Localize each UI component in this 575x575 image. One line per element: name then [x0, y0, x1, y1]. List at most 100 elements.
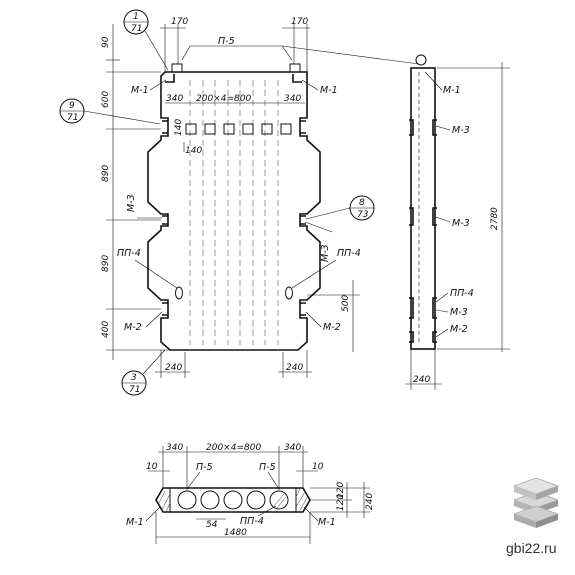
label-m3-left: М-3 — [126, 194, 137, 212]
plan-dim-54: 54 — [206, 520, 218, 530]
side-embeds-right — [432, 119, 437, 343]
side-leader-m1 — [424, 71, 443, 91]
plan-dim-340-left: 340 — [166, 443, 183, 453]
plan-label-m1-right: М-1 — [318, 517, 336, 528]
bubble-1-bottom: 71 — [131, 24, 142, 34]
plan-label-p5-left: П-5 — [196, 462, 213, 473]
side-label-m3-c: М-3 — [450, 307, 468, 318]
plan-dim-10-left: 10 — [146, 462, 158, 472]
mounting-loop-pp4-left — [175, 286, 183, 300]
side-label-m2: М-2 — [450, 324, 468, 335]
dim-text-340-right: 340 — [284, 94, 301, 104]
bubble-8-top: 8 — [359, 198, 365, 208]
detail-bubble-9-71: 9 71 — [59, 98, 161, 125]
dim-text-400: 400 — [101, 321, 111, 338]
detail-bubble-8-73: 8 73 — [305, 195, 375, 221]
plan-pp4-mark-b — [276, 496, 287, 509]
side-leader-m3-b — [435, 216, 451, 223]
embed-m1-right — [292, 74, 302, 83]
leader-pp4-right — [291, 259, 337, 289]
side-panel-outline — [410, 67, 436, 350]
site-watermark: gbi22.ru — [506, 540, 557, 556]
side-label-pp4: ПП-4 — [450, 288, 474, 299]
bubble-9-top: 9 — [69, 101, 75, 111]
bubble-1-top: 1 — [133, 12, 139, 22]
dim-text-340-left: 340 — [166, 94, 183, 104]
dim-text-170-right: 170 — [291, 17, 308, 27]
leader-m1-left — [149, 79, 167, 91]
side-leader-pp4 — [435, 292, 449, 303]
label-m3-right: М-3 — [320, 244, 331, 262]
lifting-loop-left — [171, 63, 183, 72]
plan-pp4-mark — [273, 493, 285, 507]
side-label-m3-a: М-3 — [452, 125, 470, 136]
embed-m2-right — [300, 302, 306, 316]
label-m2-right: М-2 — [323, 322, 341, 333]
mounting-loop-pp4-right — [285, 286, 293, 300]
p5-leader — [181, 45, 293, 61]
dim-text-240-left: 240 — [165, 363, 182, 373]
bubble-3-bottom: 71 — [129, 385, 140, 395]
dim-text-90: 90 — [101, 36, 111, 48]
plan-dim-10-right: 10 — [312, 462, 324, 472]
plan-leader-m1-right — [303, 506, 319, 522]
side-leader-m3-a — [435, 125, 451, 131]
lifting-loop-right — [289, 63, 301, 72]
plan-view: 340 200×4=800 340 10 10 П-5 П-5 120 120 … — [126, 443, 375, 544]
plan-dim-240: 240 — [365, 493, 375, 510]
dim-text-800: 200×4=800 — [196, 94, 251, 104]
side-lifting-loop — [415, 54, 427, 66]
bubble-3-top: 3 — [131, 373, 137, 383]
dim-text-140-b: 140 — [185, 146, 202, 156]
leader-m1-right — [301, 79, 319, 91]
plan-label-m1-left: М-1 — [126, 517, 144, 528]
leader-pp4-left — [134, 259, 178, 289]
p5-leader-ext — [281, 45, 420, 65]
dim-text-2780: 2780 — [490, 207, 500, 230]
void-lines — [189, 80, 279, 345]
plan-voids — [177, 490, 289, 510]
plan-hatching — [157, 488, 309, 513]
side-label-m1: М-1 — [443, 85, 461, 96]
label-m1-right: М-1 — [320, 85, 338, 96]
plan-dim-340-right: 340 — [284, 443, 301, 453]
label-m1-left: М-1 — [131, 85, 149, 96]
plan-leader-p5-left — [186, 471, 201, 490]
detail-bubble-1-71: 1 71 — [123, 9, 169, 71]
side-view: 2780 240 М-1 М-3 М-3 ПП-4 М-3 М-2 — [405, 54, 510, 390]
dim-left-chain — [106, 24, 170, 360]
front-view: 170 170 П-5 340 200×4=800 340 140 140 — [59, 9, 420, 396]
hole-row — [185, 123, 292, 135]
embed-m3-left-a — [162, 120, 168, 134]
label-pp4-left: ПП-4 — [117, 248, 141, 259]
side-leader-m3-c — [435, 309, 449, 313]
embed-m3-right-a — [300, 120, 306, 134]
logo-icon — [512, 478, 560, 528]
plan-dim-120-a: 120 — [336, 482, 346, 499]
dim-text-140-a: 140 — [174, 119, 184, 136]
leader-m3-right — [304, 221, 333, 233]
plan-label-pp4: ПП-4 — [240, 516, 264, 527]
dim-top-170-right: 170 — [282, 17, 310, 72]
embed-m2-left — [162, 302, 168, 316]
dim-text-890-a: 890 — [101, 165, 111, 182]
bubble-9-bottom: 71 — [67, 113, 78, 123]
plan-dim-120-b: 120 — [336, 494, 346, 511]
plan-label-p5-right: П-5 — [259, 462, 276, 473]
dim-text-890-b: 890 — [101, 255, 111, 272]
dim-text-500: 500 — [341, 295, 351, 312]
embed-m3-left-b — [162, 215, 168, 225]
side-embeds-left — [409, 119, 414, 343]
embed-m3-right-b — [300, 215, 306, 225]
dim-text-600: 600 — [101, 91, 111, 108]
leader-m2-left — [145, 311, 163, 328]
dim-text-240-right: 240 — [286, 363, 303, 373]
label-pp4-right: ПП-4 — [337, 248, 361, 259]
label-p5: П-5 — [218, 36, 235, 47]
dim-text-side-240: 240 — [413, 375, 430, 385]
plan-outline — [155, 487, 311, 513]
plan-dim-800: 200×4=800 — [206, 443, 261, 453]
front-panel-outline — [147, 71, 321, 351]
plan-leader-pp4 — [257, 505, 277, 517]
